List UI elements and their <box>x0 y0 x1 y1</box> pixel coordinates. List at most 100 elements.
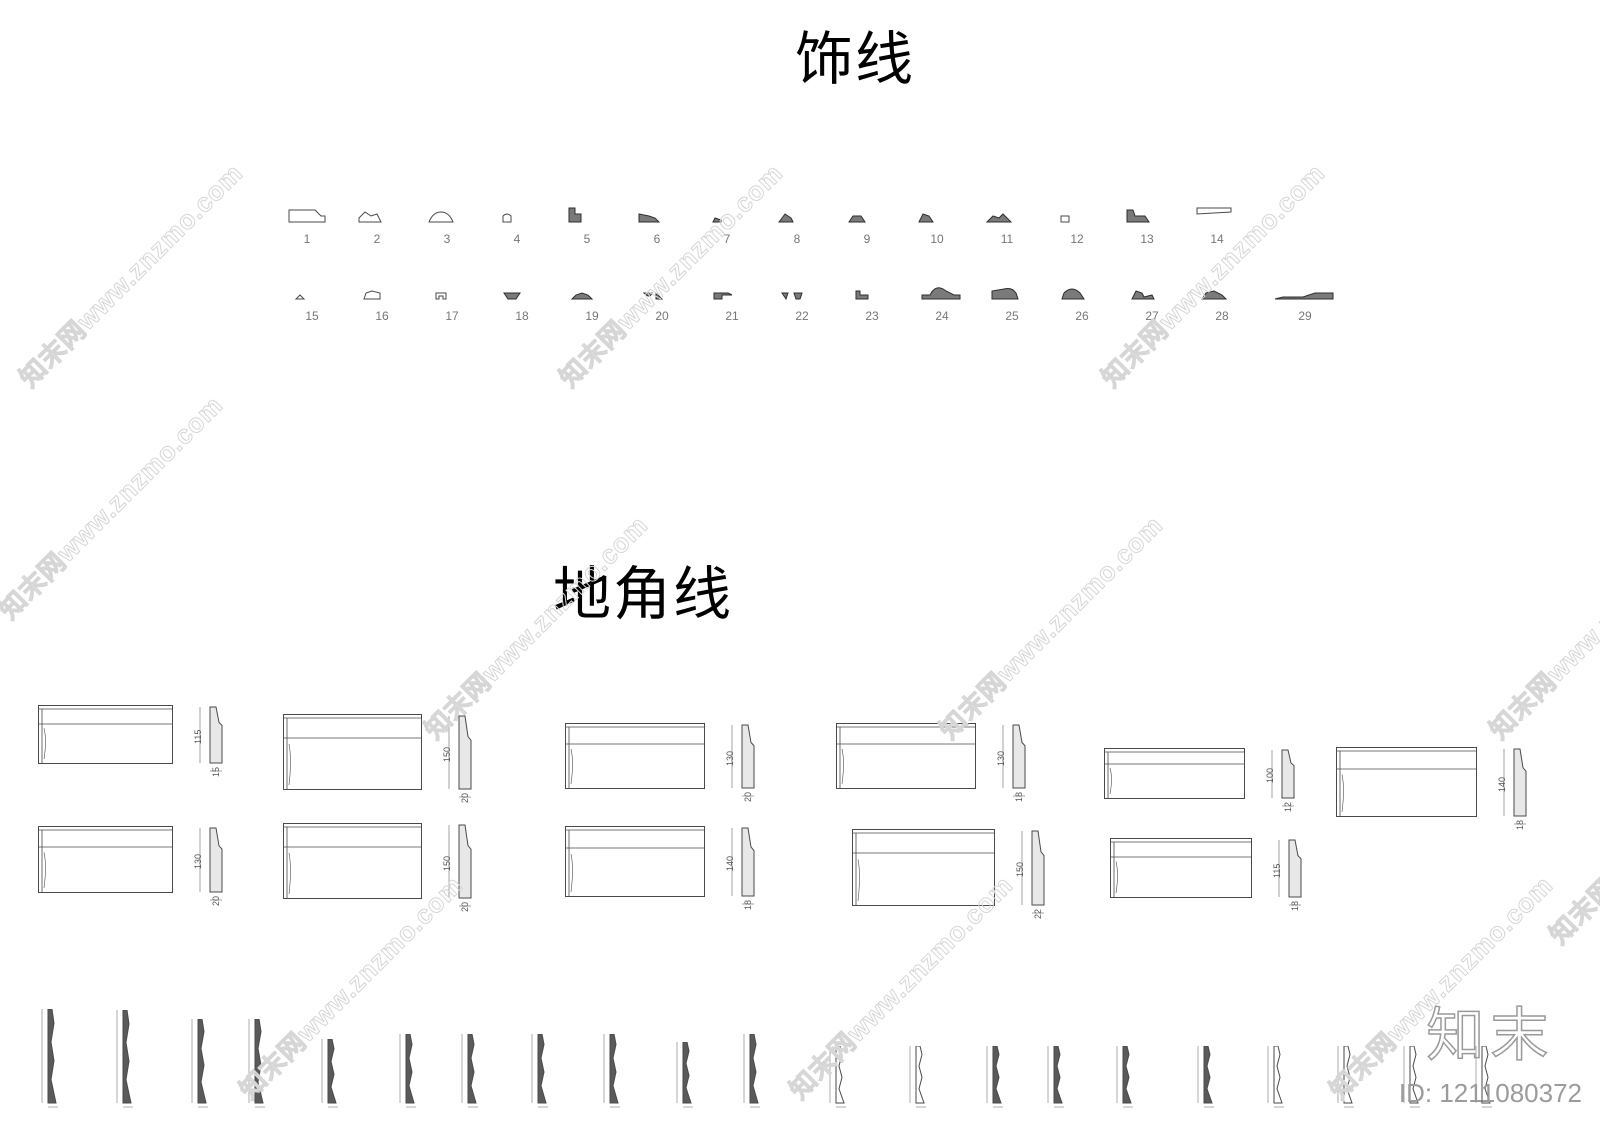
section-profile <box>676 1041 693 1108</box>
height-dimension: 115 <box>193 729 203 744</box>
skirting-section <box>1046 1045 1076 1113</box>
skirting-section <box>247 1018 277 1113</box>
skirting-section <box>115 1009 145 1113</box>
thickness-dimension: 18 <box>1290 900 1300 911</box>
section-profile <box>1116 1045 1133 1108</box>
brand-logo: 知末 <box>1426 1001 1555 1069</box>
profile-shape <box>991 288 1019 300</box>
profile-number: 24 <box>935 309 949 323</box>
section-profile <box>41 1008 58 1108</box>
profile-shape <box>642 291 664 300</box>
profile-shape <box>358 211 382 223</box>
profile-shape <box>921 287 961 300</box>
thickness-dimension: 18 <box>743 899 753 910</box>
moulding-profile: 24 <box>915 281 969 323</box>
skirting-drawing <box>1336 747 1527 825</box>
profile-number: 17 <box>445 309 459 323</box>
profile-number: 27 <box>1145 309 1159 323</box>
skirting-section <box>675 1041 705 1113</box>
moulding-profile: 22 <box>775 281 829 323</box>
moulding-profile: 18 <box>495 281 549 323</box>
profile-shape <box>1060 215 1070 223</box>
profile-number: 9 <box>863 232 871 246</box>
watermark-text: 知末网www.znzmo.com <box>0 389 229 625</box>
profile-shape <box>502 213 512 223</box>
moulding-profile: 7 <box>700 204 754 246</box>
profile-number: 13 <box>1140 232 1154 246</box>
profile-shape <box>1061 288 1085 300</box>
moulding-profile: 23 <box>845 281 899 323</box>
section-profile <box>1337 1045 1354 1108</box>
moulding-profile: 14 <box>1190 204 1244 246</box>
skirting-board: 115 15 <box>38 705 238 781</box>
skirting-drawing <box>852 829 1045 914</box>
thickness-dimension: 22 <box>1033 908 1043 919</box>
moulding-profile: 2 <box>350 204 404 246</box>
watermark-text: 知末网www.znzmo.com <box>933 509 1169 745</box>
profile-number: 10 <box>930 232 944 246</box>
drawing-id: ID: 1211080372 <box>1398 1078 1582 1108</box>
skirting-section <box>828 1045 858 1113</box>
profile-number: 12 <box>1070 232 1084 246</box>
skirting-section <box>398 1033 428 1113</box>
skirting-drawing <box>1110 838 1302 906</box>
height-dimension: 130 <box>725 750 735 766</box>
profile-shape <box>712 217 722 223</box>
moulding-profile: 20 <box>635 281 689 323</box>
profile-number: 6 <box>653 232 661 246</box>
height-dimension: 115 <box>1272 863 1282 878</box>
skirting-section <box>908 1045 938 1113</box>
skirting-section <box>320 1038 350 1113</box>
profile-number: 2 <box>373 232 381 246</box>
moulding-profile: 21 <box>705 281 759 323</box>
moulding-profile: 27 <box>1125 281 1179 323</box>
profile-number: 25 <box>1005 309 1019 323</box>
section-profile <box>603 1033 620 1108</box>
moulding-profile: 29 <box>1265 281 1345 323</box>
height-dimension: 100 <box>1265 767 1275 783</box>
moulding-profile: 12 <box>1050 204 1104 246</box>
skirting-drawing <box>283 714 472 798</box>
height-dimension: 140 <box>725 855 735 871</box>
thickness-dimension: 20 <box>743 791 753 802</box>
height-dimension: 150 <box>1015 861 1025 877</box>
profile-shape <box>713 292 733 300</box>
profile-number: 19 <box>585 309 599 323</box>
moulding-profile: 8 <box>770 204 824 246</box>
skirting-drawing <box>283 823 472 907</box>
profile-shape <box>435 292 447 300</box>
skirting-section <box>602 1033 632 1113</box>
moulding-profile: 13 <box>1120 204 1174 246</box>
moulding-profile: 1 <box>280 204 334 246</box>
section-profile <box>829 1045 846 1108</box>
profile-number: 20 <box>655 309 669 323</box>
profile-number: 28 <box>1215 309 1229 323</box>
profile-number: 23 <box>865 309 879 323</box>
profile-shape <box>985 213 1013 223</box>
section-profile <box>986 1045 1003 1108</box>
profile-number: 22 <box>795 309 809 323</box>
skirting-section <box>190 1018 220 1113</box>
thickness-dimension: 20 <box>211 895 221 906</box>
skirting-section <box>1474 1045 1504 1113</box>
moulding-profile: 3 <box>420 204 474 246</box>
thickness-dimension: 12 <box>1283 801 1293 812</box>
skirting-section <box>1115 1045 1145 1113</box>
skirting-section <box>460 1033 490 1113</box>
moulding-profile: 25 <box>985 281 1039 323</box>
skirting-board: 130 20 <box>565 723 770 806</box>
thickness-dimension: 15 <box>211 766 221 777</box>
height-dimension: 150 <box>442 855 452 871</box>
height-dimension: 140 <box>1497 776 1507 792</box>
thickness-dimension: 18 <box>1014 791 1024 802</box>
profile-shape <box>1201 290 1228 300</box>
skirting-board: 100 12 <box>1104 748 1310 816</box>
moulding-profile: 6 <box>630 204 684 246</box>
section-profile <box>1197 1045 1214 1108</box>
profile-shape <box>570 292 594 300</box>
skirting-drawing <box>565 723 755 797</box>
